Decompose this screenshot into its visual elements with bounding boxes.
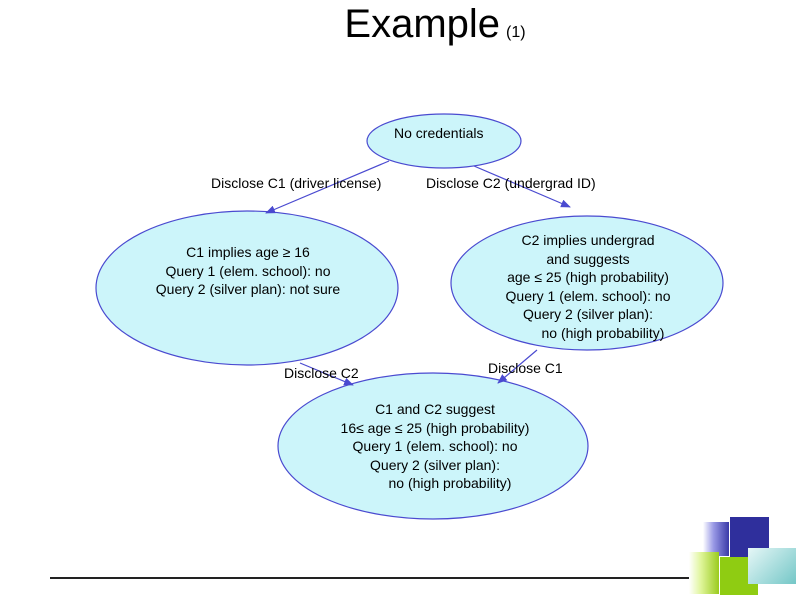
node-root-shape	[366, 113, 522, 169]
node-bottom-line-3: Query 1 (elem. school): no	[352, 438, 518, 454]
node-bottom-line-2: 16≤ age ≤ 25 (high probability)	[340, 419, 530, 436]
node-right-line-2: and suggests	[546, 250, 630, 267]
corner-square-green-light	[689, 552, 719, 594]
node-bottom-line-1: C1 and C2 suggest	[375, 401, 495, 417]
node-bottom-line-4: Query 2 (silver plan):	[370, 456, 500, 473]
node-root-line-1: No credentials	[394, 125, 484, 141]
node-left: C1 implies age ≥ 16 Query 1 (elem. schoo…	[146, 243, 350, 299]
node-right: C2 implies undergrad and suggests age ≤ …	[493, 231, 683, 342]
node-right-line-4: Query 1 (elem. school): no	[505, 287, 671, 304]
edge-root-left-arrow	[265, 160, 390, 214]
edge-label-root-left: Disclose C1 (driver license)	[211, 175, 382, 191]
edge-label-right-bottom: Disclose C1	[488, 360, 563, 376]
slide-title-sub: (1)	[506, 24, 526, 41]
node-root: No credentials	[394, 124, 484, 143]
slide-title: Example (1)	[0, 2, 800, 47]
edge-left-bottom-arrow	[299, 362, 354, 386]
node-bottom: C1 and C2 suggest 16≤ age ≤ 25 (high pro…	[325, 400, 545, 493]
node-right-line-3: age ≤ 25 (high probability)	[507, 269, 669, 285]
node-right-line-5: Query 2 (silver plan):	[523, 306, 653, 322]
edge-root-right-arrow	[473, 165, 571, 208]
slide-title-main: Example	[344, 2, 501, 46]
node-right-line-1: C2 implies undergrad	[521, 232, 655, 248]
node-left-line-3: Query 2 (silver plan): not sure	[155, 281, 341, 297]
node-left-shape	[95, 210, 399, 366]
node-left-line-2: Query 1 (elem. school): no	[165, 262, 331, 279]
node-right-shape	[450, 215, 724, 351]
edge-label-root-right: Disclose C2 (undergrad ID)	[426, 175, 596, 191]
edge-label-left-bottom: Disclose C2	[284, 365, 359, 381]
node-left-line-1: C1 implies age ≥ 16	[186, 244, 310, 260]
edge-right-bottom-arrow	[497, 349, 538, 384]
corner-square-teal	[748, 548, 796, 584]
corner-square-blue-light	[703, 522, 729, 556]
node-bottom-shape	[277, 372, 589, 520]
node-bottom-line-5: no (high probability)	[388, 475, 512, 491]
node-right-line-6: no (high probability)	[541, 324, 665, 341]
